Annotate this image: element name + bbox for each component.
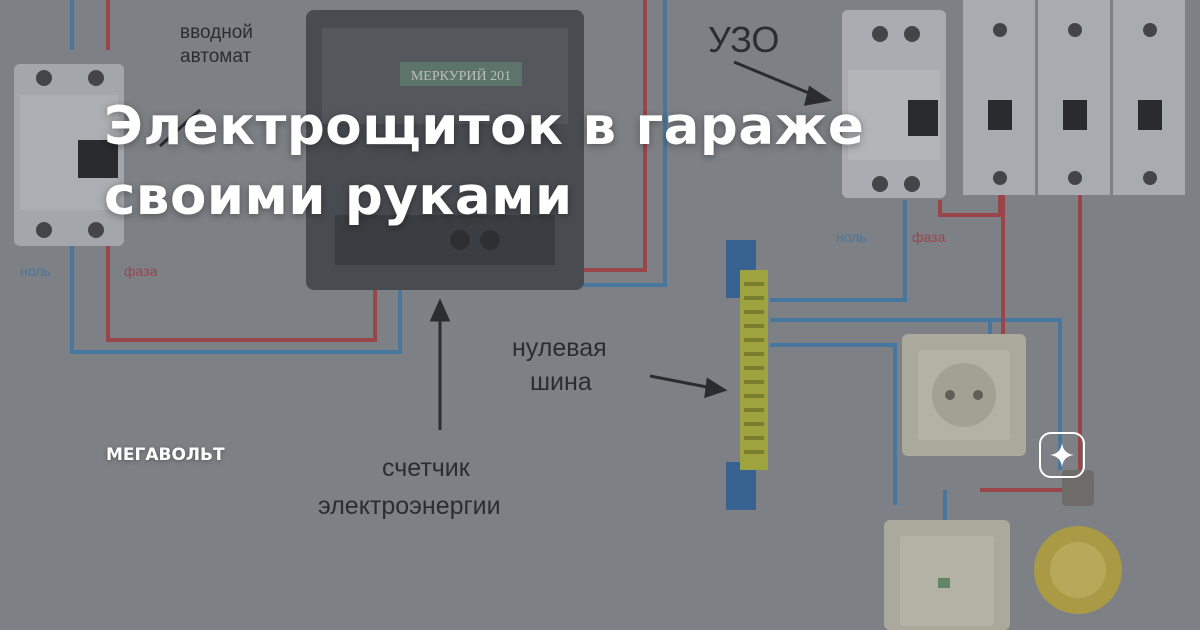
label-phase-left: фаза (124, 263, 158, 279)
headline-line-1: Электрощиток в гараже (104, 96, 865, 157)
sparkle-icon (1050, 443, 1074, 467)
label-rcd: УЗО (708, 19, 779, 60)
power-socket (902, 334, 1026, 456)
label-neutral-bus-2: шина (530, 368, 592, 396)
label-neutral-right: ноль (836, 229, 867, 245)
light-bulb (1034, 470, 1122, 614)
diagram-labels: вводной автомат УЗО ноль фаза ноль фаза … (20, 19, 946, 520)
light-switch (884, 520, 1010, 630)
neutral-bus (726, 240, 768, 510)
main-breaker (14, 64, 124, 246)
headline-line-2: своими руками (104, 166, 573, 227)
label-neutral-bus-1: нулевая (512, 334, 607, 362)
article-headline[interactable]: Электрощиток в гараже своими руками (104, 92, 904, 232)
label-phase-right: фаза (912, 229, 946, 245)
source-label[interactable]: МЕГАВОЛЬТ (106, 445, 225, 465)
wires (70, 0, 1082, 520)
electricity-meter: МЕРКУРИЙ 201 (306, 10, 584, 290)
circuit-breakers (963, 0, 1185, 195)
sparkle-badge[interactable] (1039, 432, 1085, 478)
label-meter-1: счетчик (382, 454, 471, 482)
label-meter-2: электроэнергии (318, 492, 501, 520)
svg-text:МЕРКУРИЙ 201: МЕРКУРИЙ 201 (411, 67, 511, 84)
label-main-breaker-1: вводной (180, 22, 253, 43)
pointer-arrows (158, 60, 832, 430)
label-neutral-left: ноль (20, 263, 51, 279)
label-main-breaker-2: автомат (180, 46, 252, 67)
rcd-device (842, 10, 946, 198)
